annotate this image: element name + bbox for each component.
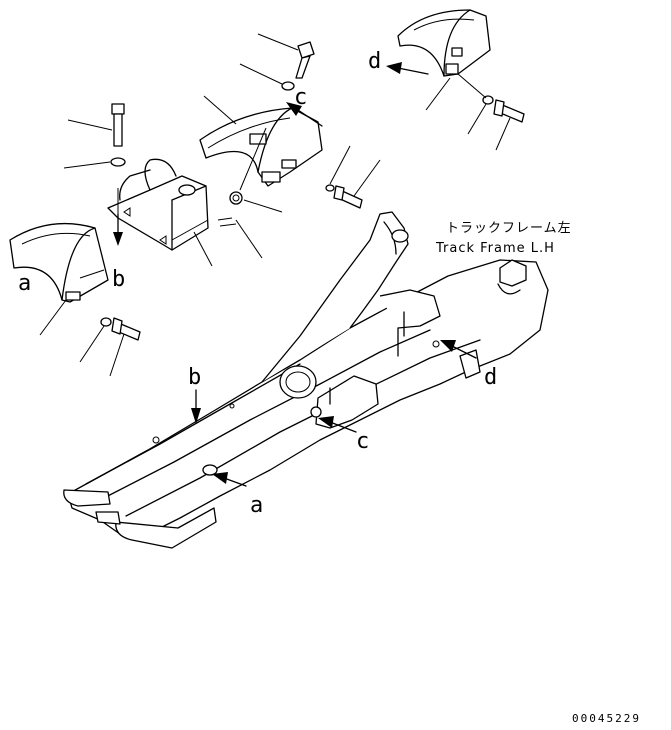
label-c-top: c — [294, 85, 307, 110]
frame-arrow-a — [212, 472, 247, 487]
washer-nut-c — [229, 127, 381, 213]
leader-lines-a — [39, 299, 125, 377]
label-d-top: d — [368, 49, 381, 74]
cover-a — [9, 222, 109, 303]
bolt-d — [425, 73, 525, 151]
label-b-frame: b — [188, 365, 201, 390]
label-d-frame: d — [484, 365, 497, 390]
bolt-a — [100, 317, 141, 341]
bolt-b — [63, 103, 126, 169]
arrow-b — [113, 213, 123, 246]
cover-d — [397, 9, 491, 77]
frame-arrow-d — [440, 340, 477, 359]
drawing-code: 00045229 — [572, 712, 641, 725]
caption-jp: トラックフレーム左 — [446, 221, 572, 236]
label-a-left: a — [18, 271, 31, 296]
label-c-frame: c — [356, 429, 369, 454]
label-b-left: b — [112, 267, 125, 292]
label-a-frame: a — [250, 493, 263, 518]
arrow-d — [386, 62, 429, 75]
pedestal-bracket — [107, 158, 209, 251]
bolt-c — [239, 33, 315, 91]
cover-c — [199, 95, 323, 187]
arrow-c — [286, 102, 323, 127]
pin — [193, 217, 263, 267]
frame-arrow-c — [318, 416, 357, 433]
track-frame — [63, 211, 549, 549]
frame-arrow-b — [191, 389, 201, 424]
caption-en: Track Frame L.H — [435, 241, 555, 256]
